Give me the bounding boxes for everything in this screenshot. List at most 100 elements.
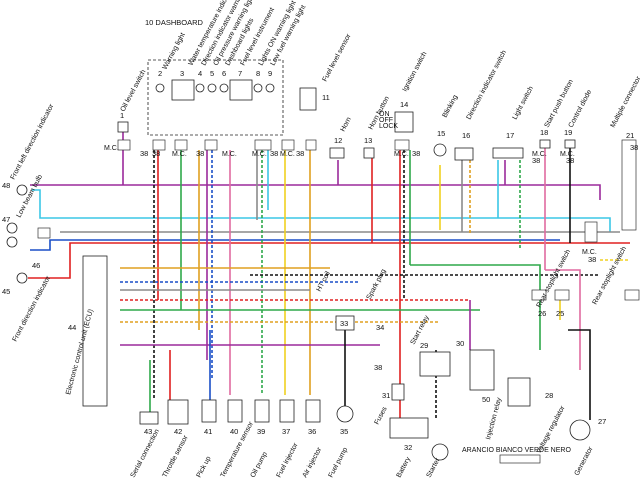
label-41: 41 bbox=[204, 427, 212, 436]
mc-number-2: 38 bbox=[152, 149, 160, 158]
label-15: 15 bbox=[437, 129, 445, 138]
direction-indicator-switch bbox=[454, 147, 474, 161]
mc-connector-12 bbox=[584, 221, 598, 243]
mc-number-8: 38 bbox=[412, 149, 420, 158]
label-spark-plug: Spark plug bbox=[366, 268, 388, 301]
label-oil-pump: Oil pump bbox=[250, 451, 269, 479]
label-50: 50 bbox=[482, 395, 490, 404]
label-9: 9 bbox=[268, 69, 272, 78]
label-32: 32 bbox=[404, 443, 412, 452]
throttle-sensor bbox=[167, 399, 189, 425]
blinker bbox=[433, 143, 447, 157]
front-left-indicator-bulb bbox=[16, 184, 28, 196]
label-3: 3 bbox=[180, 69, 184, 78]
label-control-diode: Control diode bbox=[568, 89, 594, 129]
label-fuel-level-sensor: Fuel level sensor bbox=[322, 32, 353, 83]
front-indicator-bulb bbox=[16, 272, 28, 284]
label-blinking: Blinking bbox=[442, 94, 460, 119]
label-legend-colors: ARANCIO BIANCO VERDE NERO bbox=[462, 447, 571, 454]
label-horn: Horn bbox=[340, 116, 353, 133]
mc-number-6: 38 bbox=[296, 149, 304, 158]
lamp-5 bbox=[207, 83, 217, 93]
oil-level-switch bbox=[117, 121, 129, 133]
mc-label-8: M.C. bbox=[394, 151, 409, 158]
label-pick-up: Pick up bbox=[196, 455, 213, 479]
mc-connector-2 bbox=[152, 139, 166, 151]
low-beam-bulb-2 bbox=[6, 236, 18, 248]
label-generator: Generator bbox=[574, 445, 595, 477]
mc-label-10: M.C. bbox=[560, 151, 575, 158]
ecu bbox=[82, 255, 108, 407]
instrument-7 bbox=[229, 79, 253, 101]
label-48: 48 bbox=[2, 181, 10, 190]
mc-label-5: M.C. bbox=[252, 151, 267, 158]
label-11: 11 bbox=[322, 93, 330, 102]
starter bbox=[431, 443, 449, 461]
pick-up bbox=[201, 399, 217, 423]
label-43: 43 bbox=[144, 427, 152, 436]
label-4: 4 bbox=[198, 69, 202, 78]
label-36: 36 bbox=[308, 427, 316, 436]
mc-connectors-row: M.C. 38 38 M.C. 38 M.C. M.C. 38 M.C. 38 … bbox=[104, 139, 638, 264]
label-34: 34 bbox=[376, 323, 384, 332]
label-13: 13 bbox=[364, 136, 372, 145]
label-8: 8 bbox=[256, 69, 260, 78]
horn-button bbox=[363, 147, 375, 159]
mc-connector-1 bbox=[117, 139, 131, 151]
lamp-6 bbox=[219, 83, 229, 93]
low-beam-bulb-1 bbox=[6, 222, 18, 234]
label-7: 7 bbox=[238, 69, 242, 78]
dashboard-panel: 10 DASHBOARD 2 3 4 5 6 7 8 9 Warning lig… bbox=[145, 0, 307, 136]
mc-connector-3 bbox=[174, 139, 188, 151]
lamp-8 bbox=[253, 83, 263, 93]
label-12: 12 bbox=[334, 136, 342, 145]
label-1: 1 bbox=[120, 111, 124, 120]
label-47: 47 bbox=[2, 215, 10, 224]
label-2: 2 bbox=[158, 69, 162, 78]
mc-label-9: M.C. bbox=[532, 151, 547, 158]
fuses bbox=[391, 383, 405, 401]
label-25: 25 bbox=[556, 309, 564, 318]
label-21: 21 bbox=[626, 131, 634, 140]
rear-right-connector bbox=[624, 289, 640, 301]
lamp-2 bbox=[155, 83, 165, 93]
mc-label-3: M.C. bbox=[172, 151, 187, 158]
mc-number-3: 38 bbox=[196, 149, 204, 158]
label-ignition-switch: Ignition switch bbox=[402, 51, 429, 93]
wires bbox=[28, 132, 630, 420]
mc-connector-8 bbox=[394, 139, 410, 151]
label-27: 27 bbox=[598, 417, 606, 426]
label-40: 40 bbox=[230, 427, 238, 436]
mc-label-1: M.C. bbox=[104, 145, 119, 152]
horn bbox=[329, 147, 345, 159]
label-light-switch: Light switch bbox=[512, 85, 535, 121]
label-lock: LOCK bbox=[379, 123, 398, 130]
temperature-sensor bbox=[227, 399, 243, 423]
label-18: 18 bbox=[540, 128, 548, 137]
label-45: 45 bbox=[2, 287, 10, 296]
label-5: 5 bbox=[210, 69, 214, 78]
label-31: 31 bbox=[382, 391, 390, 400]
mc-label-4: M.C. bbox=[222, 151, 237, 158]
label-17: 17 bbox=[506, 131, 514, 140]
label-ht-coil: HT coil bbox=[316, 270, 333, 293]
mc-connector-5 bbox=[254, 139, 272, 151]
control-diode bbox=[564, 139, 576, 149]
label-battery: Battery bbox=[396, 456, 413, 479]
label-16: 16 bbox=[462, 131, 470, 140]
label-44: 44 bbox=[68, 323, 76, 332]
color-code-strip bbox=[499, 454, 541, 464]
label-29: 29 bbox=[420, 341, 428, 350]
mc-connector-7 bbox=[305, 139, 317, 151]
label-on: ON bbox=[379, 111, 390, 118]
label-30: 30 bbox=[456, 339, 464, 348]
stoplight-switch-connector-1 bbox=[531, 289, 547, 301]
dashboard-title: 10 DASHBOARD bbox=[145, 18, 204, 27]
label-39: 39 bbox=[257, 427, 265, 436]
label-fuel-pump: Fuel pump bbox=[328, 446, 350, 479]
label-42: 42 bbox=[174, 427, 182, 436]
mc-connector-6 bbox=[281, 139, 295, 151]
mc-label-6: M.C. bbox=[280, 151, 295, 158]
fuel-pump bbox=[336, 405, 354, 423]
label-38-fuses: 38 bbox=[374, 363, 382, 372]
